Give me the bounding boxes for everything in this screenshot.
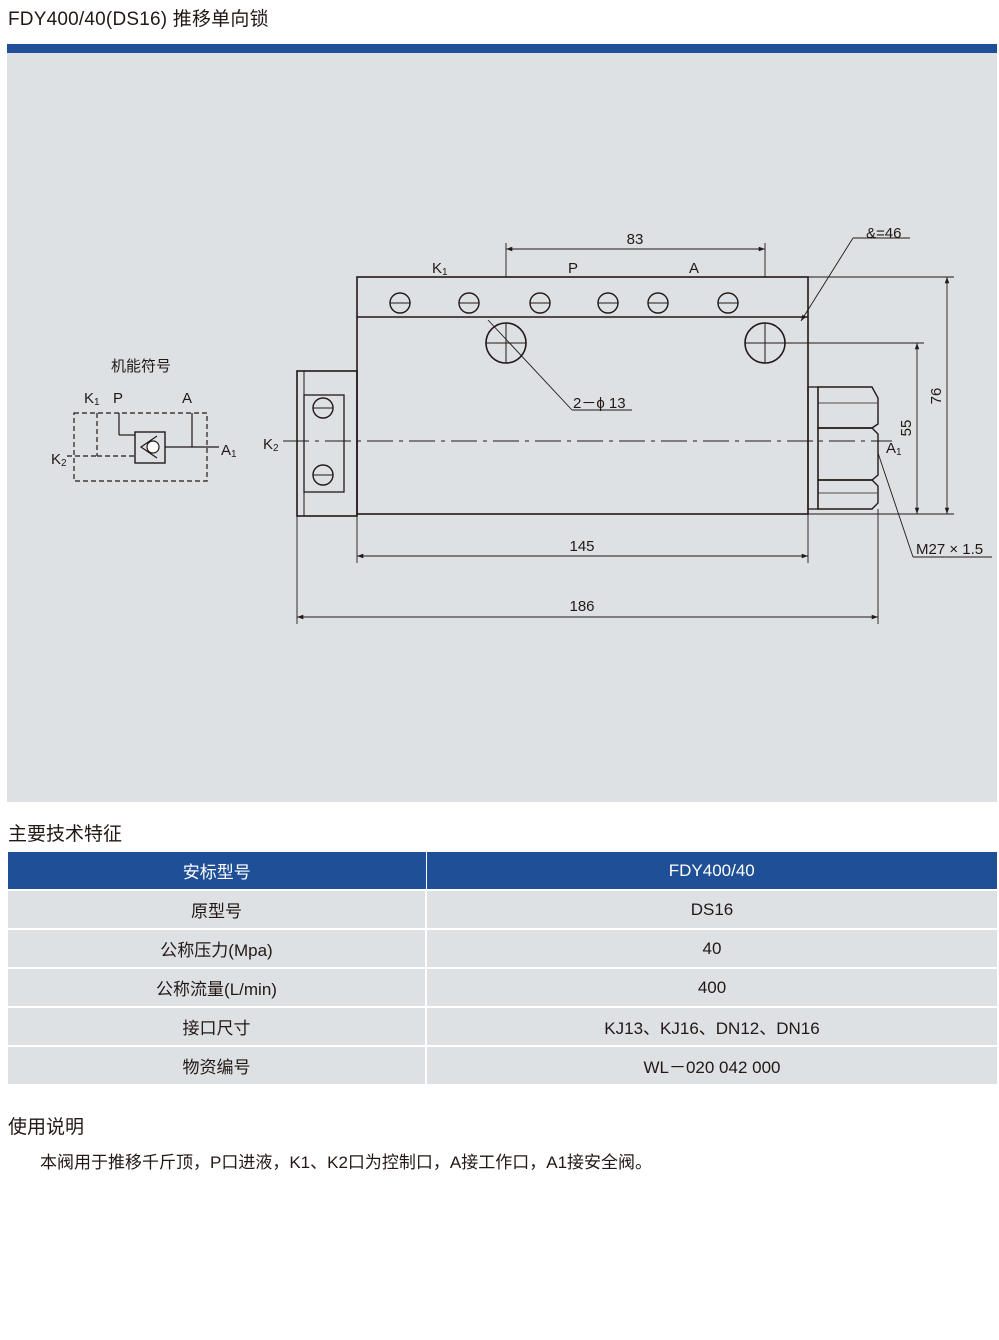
dim-55: 55 [898,420,915,437]
symbol-k2: K2 [51,451,67,469]
row-label: 原型号 [8,889,427,929]
table-row: 原型号 DS16 [8,889,997,929]
row-label: 公称流量(L/min) [8,967,427,1007]
header-cell-label: 安标型号 [8,852,427,890]
dim-76: 76 [928,388,945,405]
row-value: DS16 [426,889,997,929]
table-row: 接口尺寸 KJ13、KJ16、DN12、DN16 [8,1006,997,1046]
spec-table: 安标型号 FDY400/40 原型号 DS16 公称压力(Mpa) 40 公称流… [8,852,997,1084]
port-label-a: A [689,260,699,277]
table-row: 公称压力(Mpa) 40 [8,928,997,968]
symbol-a1: A1 [221,442,237,460]
row-label: 公称压力(Mpa) [8,928,427,968]
dim-186: 186 [569,598,594,615]
dim-83: 83 [627,231,644,248]
row-label: 物资编号 [8,1045,427,1084]
dim-holes: 2－ϕ 13 [573,395,626,412]
function-symbol [67,412,219,482]
table-row: 公称流量(L/min) 400 [8,967,997,1007]
port-label-k2: K2 [263,436,279,454]
specs-heading: 主要技术特征 [8,824,123,845]
row-value: 400 [426,967,997,1007]
header-cell-value: FDY400/40 [426,852,997,890]
row-label: 接口尺寸 [8,1006,427,1046]
row-value: 40 [426,928,997,968]
page-title: FDY400/40(DS16) 推移单向锁 [8,9,269,30]
port-label-a1: A1 [886,440,902,458]
valve-outline [296,276,879,517]
title-bar [7,44,997,53]
valve-drawing: K1 P A K2 A1 83 &=46 2－ϕ 13 145 186 76 5… [51,225,992,624]
port-holes [312,292,786,486]
dim-width-46: &=46 [866,225,901,242]
port-label-p: P [568,260,578,277]
usage-text: 本阀用于推移千斤顶，P口进液，K1、K2口为控制口，A接工作口，A1接安全阀。 [40,1153,653,1172]
symbol-p: P [113,390,123,407]
dim-thread: M27 × 1.5 [916,541,983,558]
row-value: KJ13、KJ16、DN12、DN16 [426,1006,997,1046]
port-label-k1: K1 [432,260,448,278]
row-value: WL－020 042 000 [426,1045,997,1084]
table-row: 物资编号 WL－020 042 000 [8,1045,997,1084]
dim-145: 145 [569,538,594,555]
symbol-k1: K1 [84,390,100,408]
usage-heading: 使用说明 [8,1117,85,1138]
table-header-row: 安标型号 FDY400/40 [8,852,997,890]
drawing-panel: K1 P A K2 A1 83 &=46 2－ϕ 13 145 186 76 5… [7,53,997,802]
symbol-a: A [182,390,192,407]
dimension-lines [296,237,992,624]
symbol-caption: 机能符号 [111,358,171,375]
